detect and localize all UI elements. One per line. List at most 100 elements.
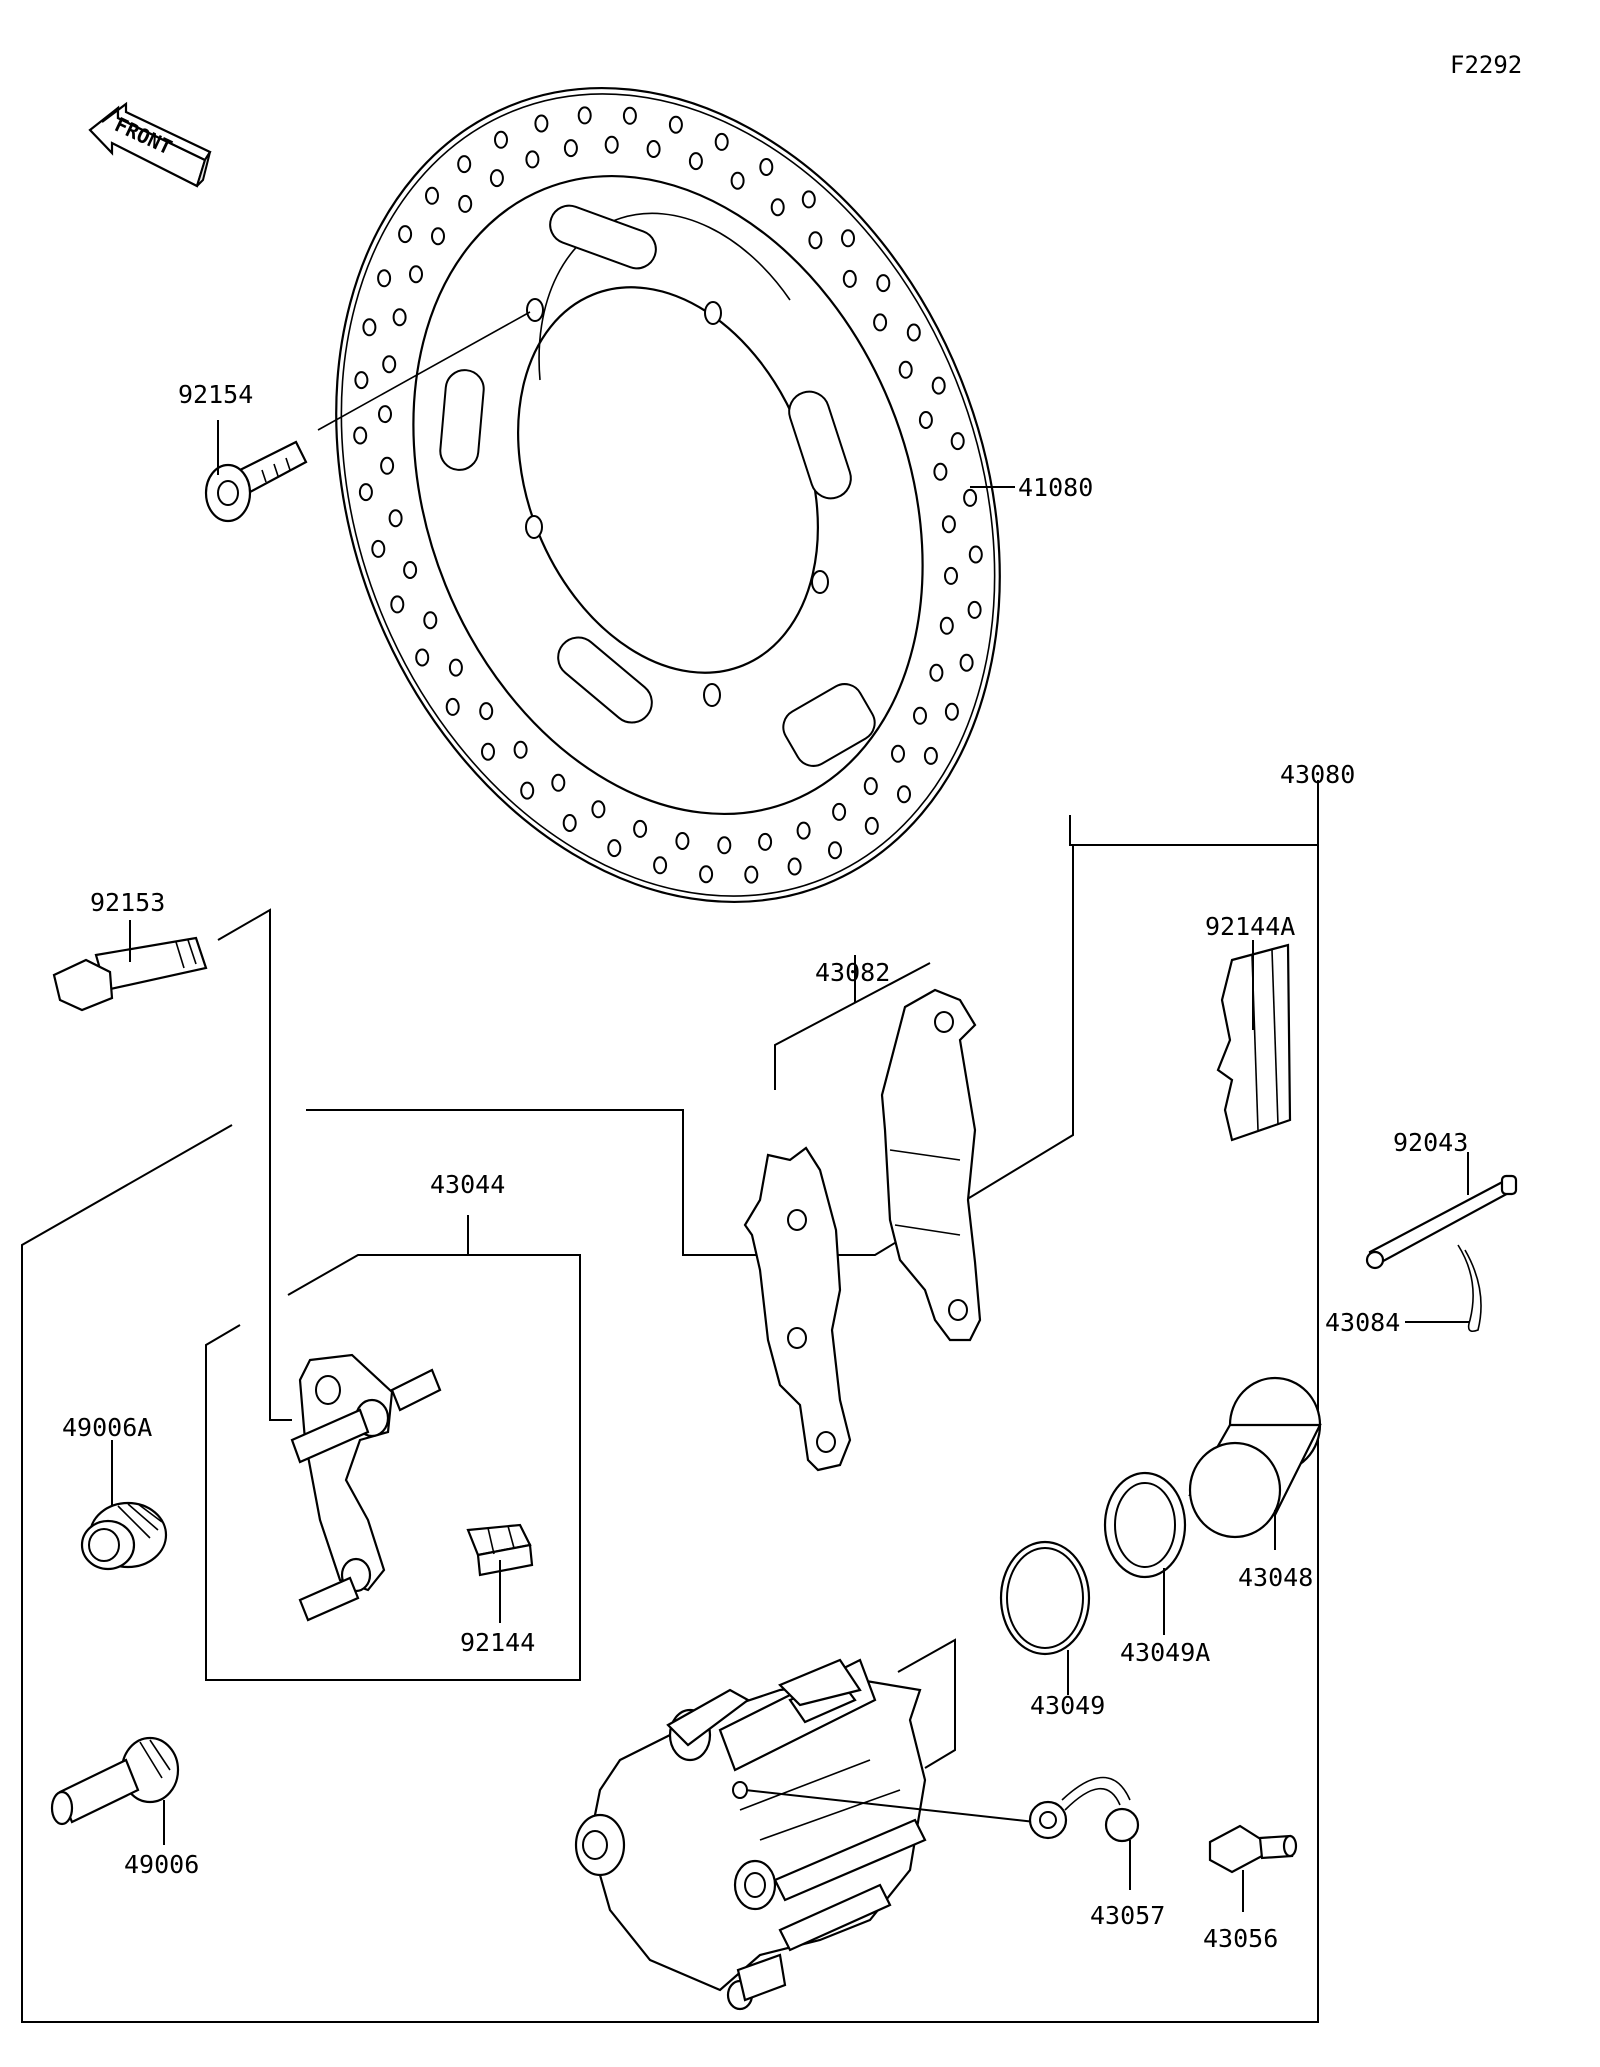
part-label-92043[interactable]: 92043 <box>1393 1128 1469 1157</box>
drill-hole <box>481 742 495 761</box>
drill-hole <box>563 139 578 158</box>
part-label-92144A[interactable]: 92144A <box>1205 912 1296 941</box>
drill-hole <box>759 158 774 176</box>
disc-screw[interactable] <box>204 311 531 523</box>
drill-hole <box>967 600 982 619</box>
drill-hole <box>371 539 386 558</box>
drill-hole <box>353 426 368 445</box>
leader-lines <box>111 420 1470 1912</box>
drill-hole <box>944 566 958 585</box>
disc-drill-holes <box>353 106 983 884</box>
drill-hole <box>633 819 648 838</box>
drill-hole <box>933 462 948 481</box>
drill-hole <box>897 785 911 804</box>
pad-spring-clip[interactable] <box>466 1523 534 1577</box>
part-label-41080[interactable]: 41080 <box>1018 473 1094 502</box>
part-label-92153[interactable]: 92153 <box>90 888 166 917</box>
drill-hole <box>832 802 847 821</box>
part-label-43049[interactable]: 43049 <box>1030 1691 1106 1720</box>
slide-pin-boot[interactable] <box>50 1736 180 1826</box>
part-label-43057[interactable]: 43057 <box>1090 1901 1166 1930</box>
part-label-43044[interactable]: 43044 <box>430 1170 506 1199</box>
drill-hole <box>551 773 566 792</box>
drill-hole <box>445 697 460 716</box>
caliper-bolt[interactable] <box>52 936 208 1012</box>
part-label-49006A[interactable]: 49006A <box>62 1413 153 1442</box>
drill-hole <box>489 169 504 188</box>
part-label-43082[interactable]: 43082 <box>815 958 891 987</box>
drill-hole <box>923 746 938 765</box>
drill-hole <box>377 269 392 288</box>
drill-hole <box>968 545 983 564</box>
caliper-body[interactable] <box>574 1658 1036 2011</box>
drill-hole <box>354 371 369 390</box>
part-label-49006[interactable]: 49006 <box>124 1850 200 1879</box>
pad-pin[interactable] <box>1365 1174 1518 1270</box>
drill-hole <box>796 821 811 840</box>
drill-hole <box>929 663 944 682</box>
dust-boot[interactable] <box>80 1501 168 1571</box>
drill-hole <box>944 702 959 721</box>
drill-hole <box>730 171 745 190</box>
drill-hole <box>479 702 494 721</box>
drill-hole <box>959 653 974 672</box>
drill-hole <box>864 816 879 835</box>
drill-hole <box>403 561 418 579</box>
drill-hole <box>382 355 397 374</box>
bleeder-cap[interactable] <box>1028 1776 1140 1843</box>
drill-hole <box>699 865 714 884</box>
front-arrow-icon: FRONT <box>88 101 212 188</box>
part-label-92154[interactable]: 92154 <box>178 380 254 409</box>
drill-hole <box>873 313 888 332</box>
drill-hole <box>668 115 683 134</box>
piston-seal[interactable] <box>999 1540 1091 1656</box>
brake-disc[interactable] <box>219 0 1118 1002</box>
drill-hole <box>906 323 921 342</box>
drill-hole <box>378 405 392 424</box>
dust-seal[interactable] <box>1103 1471 1187 1579</box>
caliper-bracket[interactable] <box>290 1353 442 1622</box>
part-label-92144[interactable]: 92144 <box>460 1628 536 1657</box>
drill-hole <box>808 231 823 250</box>
drill-hole <box>714 132 729 151</box>
drill-hole <box>358 483 373 502</box>
drill-hole <box>380 456 395 475</box>
pad-spring[interactable] <box>1216 943 1292 1142</box>
piston[interactable] <box>1188 1376 1322 1539</box>
drill-hole <box>918 411 933 429</box>
drill-hole <box>415 648 430 667</box>
part-label-43048[interactable]: 43048 <box>1238 1563 1314 1592</box>
brake-pad-right[interactable] <box>880 988 982 1342</box>
bleeder-valve[interactable] <box>1208 1824 1298 1874</box>
part-label-43080[interactable]: 43080 <box>1280 760 1356 789</box>
pad-pin-clip[interactable] <box>1457 1244 1482 1333</box>
drill-hole <box>841 229 855 248</box>
drill-hole <box>891 744 905 763</box>
drill-hole <box>876 274 891 293</box>
drill-hole <box>646 140 661 158</box>
brake-pad-left[interactable] <box>743 1146 852 1472</box>
drill-hole <box>758 832 773 851</box>
drill-hole <box>787 857 802 876</box>
part-label-43049A[interactable]: 43049A <box>1120 1638 1211 1667</box>
drill-hole <box>392 308 407 327</box>
part-label-43084[interactable]: 43084 <box>1325 1308 1401 1337</box>
drill-hole <box>939 616 954 635</box>
drill-hole <box>675 832 690 850</box>
drill-hole <box>423 611 438 630</box>
diagram-code: F2292 <box>1450 51 1523 79</box>
drill-hole <box>425 186 439 205</box>
drill-hole <box>520 781 535 800</box>
drill-hole <box>950 432 965 451</box>
drill-hole <box>801 190 816 209</box>
part-label-43056[interactable]: 43056 <box>1203 1924 1279 1953</box>
drill-hole <box>362 318 377 337</box>
drill-hole <box>513 740 528 759</box>
drill-hole <box>604 135 619 154</box>
drill-hole <box>398 225 413 244</box>
drill-hole <box>842 269 857 288</box>
drill-hole <box>607 839 622 858</box>
drill-hole <box>622 106 637 125</box>
drill-hole <box>744 865 759 884</box>
